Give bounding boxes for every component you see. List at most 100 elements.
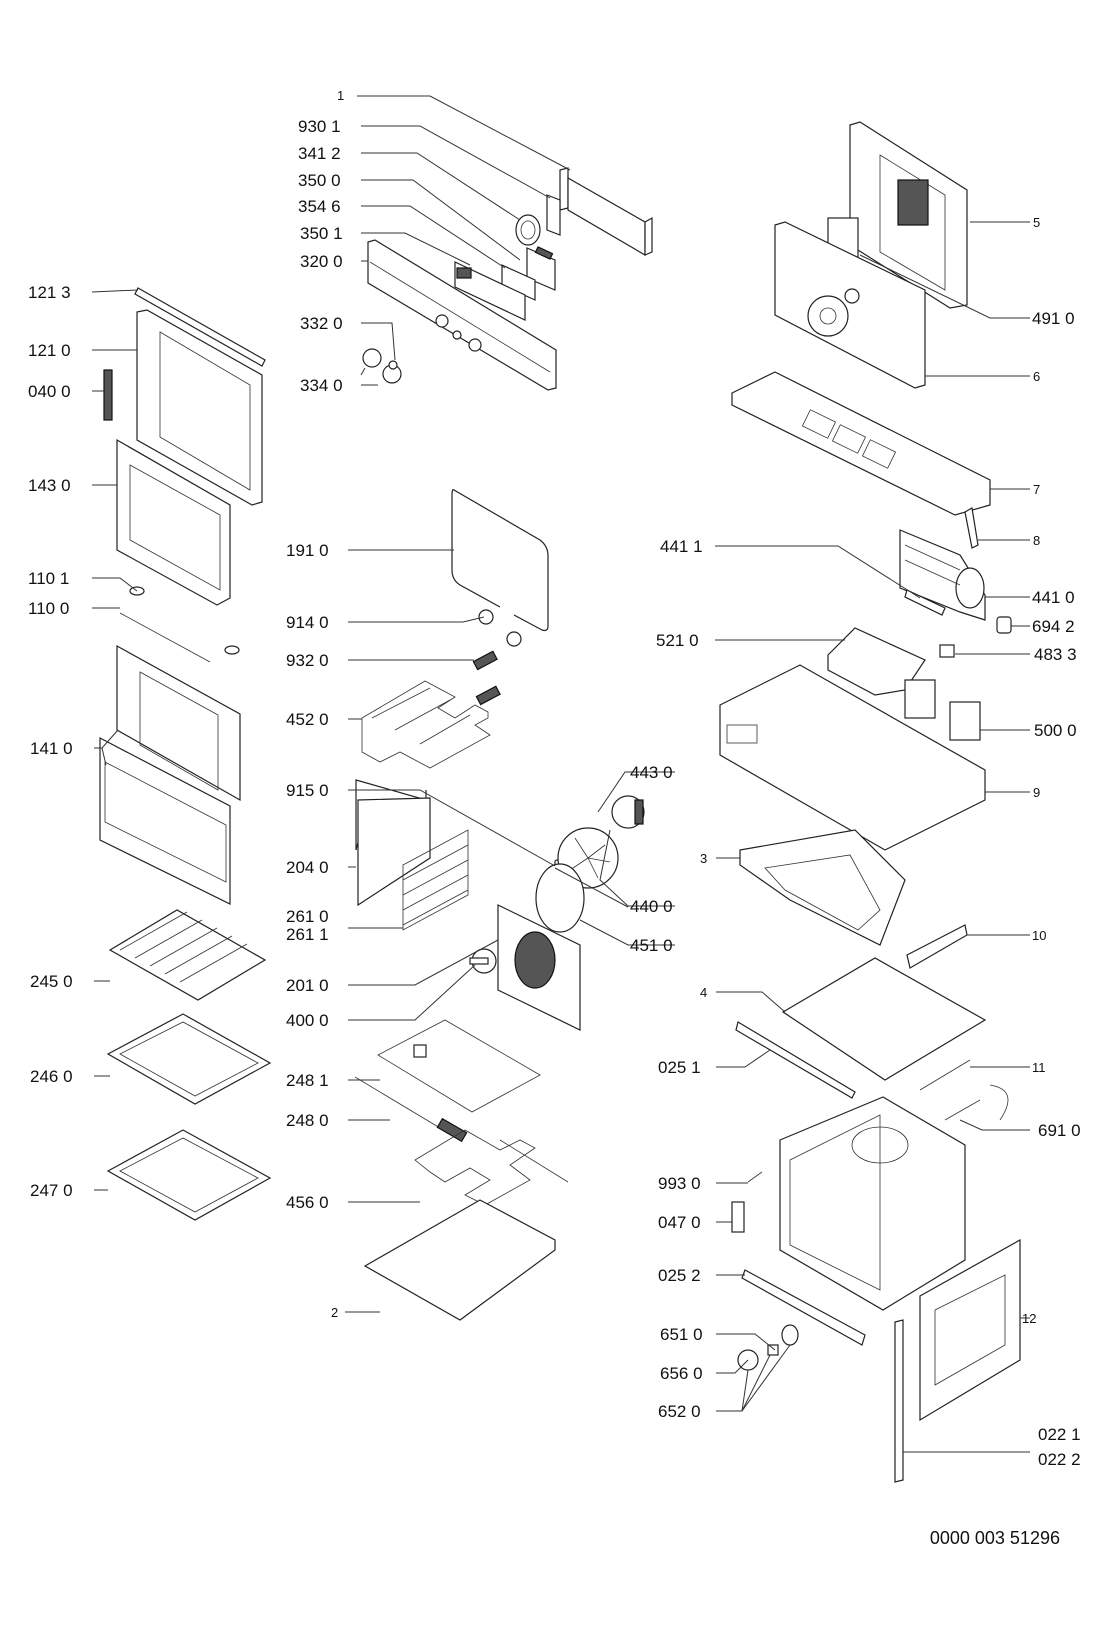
- callout-8: 8: [1033, 533, 1040, 548]
- callout-320-0: 320 0: [300, 252, 343, 271]
- callout-110-0: 110 0: [28, 599, 69, 618]
- part-control-bracket: [559, 167, 653, 257]
- part-cavity: [779, 1096, 966, 1311]
- callout-022-1: 022 1: [1038, 1425, 1081, 1444]
- part-grill-element-4520: [361, 680, 491, 769]
- callout-143-0: 143 0: [28, 476, 71, 495]
- callout-652-0: 652 0: [658, 1402, 701, 1421]
- callout-245-0: 245 0: [30, 972, 73, 991]
- part-terminal-4833: [939, 644, 955, 658]
- callout-914-0: 914 0: [286, 613, 329, 632]
- part-side-strip-0221: [894, 1319, 904, 1483]
- callout-047-0: 047 0: [658, 1213, 701, 1232]
- callout-1: 1: [337, 88, 344, 103]
- callout-040-0: 040 0: [28, 382, 71, 401]
- part-door-handle-bracket-0400: [103, 369, 113, 421]
- part-side-panel-2040: [355, 779, 431, 907]
- callout-932-0: 932 0: [286, 651, 329, 670]
- callout-456-0: 456 0: [286, 1193, 329, 1212]
- document-code: 0000 003 51296: [929, 1528, 1060, 1548]
- callout-121-0: 121 0: [28, 341, 71, 360]
- callout-246-0: 246 0: [30, 1067, 73, 1086]
- callout-5: 5: [1033, 215, 1040, 230]
- part-rotisserie-motor-4000: [469, 948, 497, 974]
- callout-labels: 1 930 1 341 2 350 0 3 5 4 6 350 1 320 0 33…: [28, 88, 1081, 1469]
- callout-4: 4: [700, 985, 707, 1000]
- part-housing-9: [719, 664, 986, 851]
- part-cover-3501: [501, 264, 536, 301]
- part-rear-wall-6: [774, 221, 926, 389]
- part-ring-3412: [515, 214, 541, 246]
- part-door-trim-1213: [134, 287, 266, 367]
- callout-191-0: 191 0: [286, 541, 329, 560]
- part-seal-1910: [451, 489, 549, 632]
- callout-930-1: 930 1: [298, 117, 341, 136]
- callout-500-0: 500 0: [1034, 721, 1077, 740]
- callout-248-0: 248 0: [286, 1111, 329, 1130]
- callout-3: 3: [700, 851, 707, 866]
- part-front-frame-12: [919, 1238, 1021, 1422]
- callout-247-0: 247 0: [30, 1181, 73, 1200]
- part-bracket-10: [906, 924, 968, 969]
- part-inner-glass-1430: [116, 438, 231, 606]
- callout-022-2: 022 2: [1038, 1450, 1081, 1469]
- callout-915-0: 915 0: [286, 781, 329, 800]
- callout-2: 2: [331, 1305, 338, 1320]
- part-bottom-frame-4: [781, 957, 987, 1081]
- callout-341-2: 341 2: [298, 144, 341, 163]
- callout-451-0: 451 0: [630, 936, 673, 955]
- part-hinge-block-0470: [731, 1201, 745, 1233]
- part-duct-8: [964, 507, 979, 549]
- callout-651-0: 651 0: [660, 1325, 703, 1344]
- callout-400-0: 400 0: [286, 1011, 329, 1030]
- callout-248-1: 248 1: [286, 1071, 329, 1090]
- callout-441-1: 441 1: [660, 537, 703, 556]
- part-ring-element-4510: [535, 863, 585, 933]
- callout-121-3: 121 3: [28, 283, 71, 302]
- part-rotisserie-frame-2481: [377, 1019, 541, 1113]
- callout-025-1: 025 1: [658, 1058, 701, 1077]
- part-door-frame-1210: [136, 309, 263, 506]
- part-knobs-6560: [737, 1324, 799, 1371]
- part-outer-glass-1410: [99, 644, 241, 905]
- callout-443-0: 443 0: [630, 763, 673, 782]
- part-bottom-element-4560: [414, 1129, 569, 1206]
- part-nut-9140: [478, 609, 522, 647]
- part-spit-2480: [354, 1076, 468, 1143]
- callout-334-0: 334 0: [300, 376, 343, 395]
- part-sensor-6910: [944, 1084, 1009, 1121]
- callout-691-0: 691 0: [1038, 1121, 1081, 1140]
- part-frame-3500: [454, 261, 526, 321]
- callout-441-0: 441 0: [1032, 588, 1075, 607]
- callout-491-0: 491 0: [1032, 309, 1075, 328]
- callout-350-1: 350 1: [300, 224, 343, 243]
- callout-141-0: 141 0: [30, 739, 73, 758]
- part-rail-0251: [735, 1021, 856, 1099]
- callout-521-0: 521 0: [656, 631, 699, 650]
- part-tangential-fan-4410: [899, 529, 986, 621]
- part-screw-9930: [747, 1171, 763, 1183]
- callout-201-0: 201 0: [286, 976, 329, 995]
- callout-204-0: 204 0: [286, 858, 329, 877]
- part-tray-2470: [106, 1129, 272, 1221]
- callout-350-0: 350 0: [298, 171, 341, 190]
- part-fan-cover-2010: [497, 904, 581, 1031]
- callout-9: 9: [1033, 785, 1040, 800]
- leader-lines: [91, 95, 1030, 1453]
- callout-440-0: 440 0: [630, 897, 673, 916]
- part-spring-9320: [472, 650, 501, 706]
- callout-993-0: 993 0: [658, 1174, 701, 1193]
- part-top-cover-7: [731, 371, 991, 516]
- part-switches-5000: [904, 679, 981, 741]
- callout-6: 6: [1033, 369, 1040, 384]
- part-wire-shelf-2450: [108, 909, 267, 1001]
- callout-7: 7: [1033, 482, 1040, 497]
- part-rod-11: [919, 1059, 971, 1091]
- part-knobs-3340: [362, 348, 402, 384]
- callout-10: 10: [1032, 928, 1046, 943]
- callout-656-0: 656 0: [660, 1364, 703, 1383]
- part-shelf-guide-2610: [402, 829, 469, 931]
- callout-452-0: 452 0: [286, 710, 329, 729]
- part-bottom-plate-2: [363, 1199, 556, 1321]
